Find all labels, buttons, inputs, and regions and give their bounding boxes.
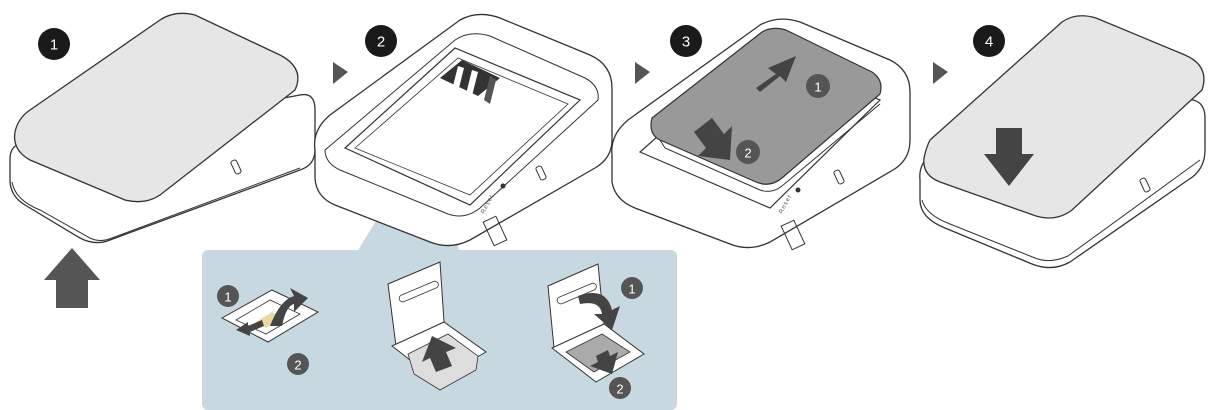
- step-3-number: 3: [682, 34, 690, 51]
- step-3-sub-2: 2: [744, 146, 751, 161]
- sim-sub-badge-2: 2: [609, 377, 631, 399]
- next-arrow-icon: [933, 62, 948, 84]
- step-3-badge: 3: [670, 25, 702, 57]
- step-4-badge: 4: [973, 25, 1005, 57]
- step-1-badge: 1: [38, 28, 70, 60]
- sim-3-sub-1: 1: [628, 282, 635, 297]
- step-4: 4: [920, 16, 1205, 268]
- sim-sub-badge-2: 2: [287, 353, 309, 375]
- step-2-number: 2: [377, 34, 385, 51]
- sim-3-sub-2: 2: [616, 382, 623, 397]
- step-3: Reset 1 2 3: [612, 19, 910, 250]
- sim-1-sub-1: 1: [224, 290, 231, 305]
- step-2-badge: 2: [365, 25, 397, 57]
- step-4-number: 4: [985, 34, 993, 51]
- step-3-sub-1: 1: [814, 80, 821, 95]
- step-3-sub-badge-1: 1: [806, 74, 830, 98]
- sim-sub-badge-1: 1: [217, 285, 239, 307]
- next-arrow-icon: [333, 62, 348, 84]
- step-2: Reset 2: [315, 14, 612, 245]
- reset-hole: [501, 184, 506, 189]
- next-arrow-icon: [635, 62, 650, 84]
- reset-hole: [796, 188, 801, 193]
- sim-sub-badge-1: 1: [621, 277, 643, 299]
- step-1-number: 1: [50, 37, 58, 54]
- step-3-sub-badge-2: 2: [736, 140, 760, 164]
- sim-1-sub-2: 2: [294, 358, 301, 373]
- up-arrow-icon: [44, 248, 100, 308]
